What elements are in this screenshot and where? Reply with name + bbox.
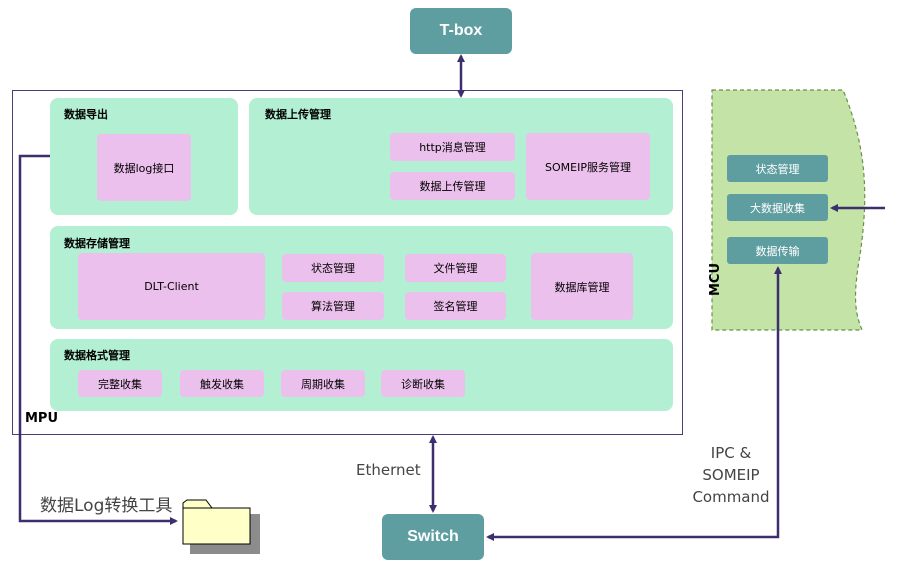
periodic-collect-block: 周期收集 [281, 370, 365, 397]
switch-label: Switch [407, 528, 459, 545]
someip-service-block: SOMEIP服务管理 [526, 133, 650, 200]
ipc-label-line2: SOMEIP [702, 466, 760, 484]
data-upload-block: 数据上传管理 [390, 172, 515, 200]
tbox-node: T-box [410, 8, 512, 54]
folder-icon [182, 499, 260, 554]
ipc-label-line1: IPC & [710, 444, 752, 462]
mcu-bigdata-collect: 大数据收集 [727, 194, 828, 221]
state-manage-block: 状态管理 [282, 254, 384, 282]
dlt-client-block: DLT-Client [78, 253, 265, 320]
log-export-arrow [18, 154, 178, 525]
format-panel-title: 数据格式管理 [64, 349, 130, 362]
upload-panel-title: 数据上传管理 [265, 108, 331, 121]
ethernet-label: Ethernet [356, 461, 421, 479]
ipc-label: IPC & SOMEIP Command [684, 442, 778, 508]
log-interface-block: 数据log接口 [97, 134, 191, 201]
storage-panel-title: 数据存储管理 [64, 237, 130, 250]
algorithm-manage-block: 算法管理 [282, 292, 384, 320]
mcu-state-manage: 状态管理 [727, 155, 828, 182]
export-panel-title: 数据导出 [64, 108, 108, 121]
switch-node: Switch [382, 514, 484, 560]
full-collect-block: 完整收集 [78, 370, 162, 397]
mcu-data-transfer: 数据传输 [727, 237, 828, 264]
trigger-collect-block: 触发收集 [180, 370, 264, 397]
mcu-label: MCU [708, 262, 723, 296]
http-message-block: http消息管理 [390, 133, 515, 161]
ipc-label-line3: Command [692, 488, 770, 506]
log-tool-label: 数据Log转换工具 [40, 496, 173, 516]
diagnostic-collect-block: 诊断收集 [381, 370, 465, 397]
mpu-label: MPU [25, 411, 59, 426]
tbox-label: T-box [439, 22, 483, 39]
export-panel: 数据导出 数据log接口 [50, 98, 238, 215]
ipc-arrow [486, 266, 782, 541]
upload-panel: 数据上传管理 http消息管理 数据上传管理 SOMEIP服务管理 [249, 98, 673, 215]
